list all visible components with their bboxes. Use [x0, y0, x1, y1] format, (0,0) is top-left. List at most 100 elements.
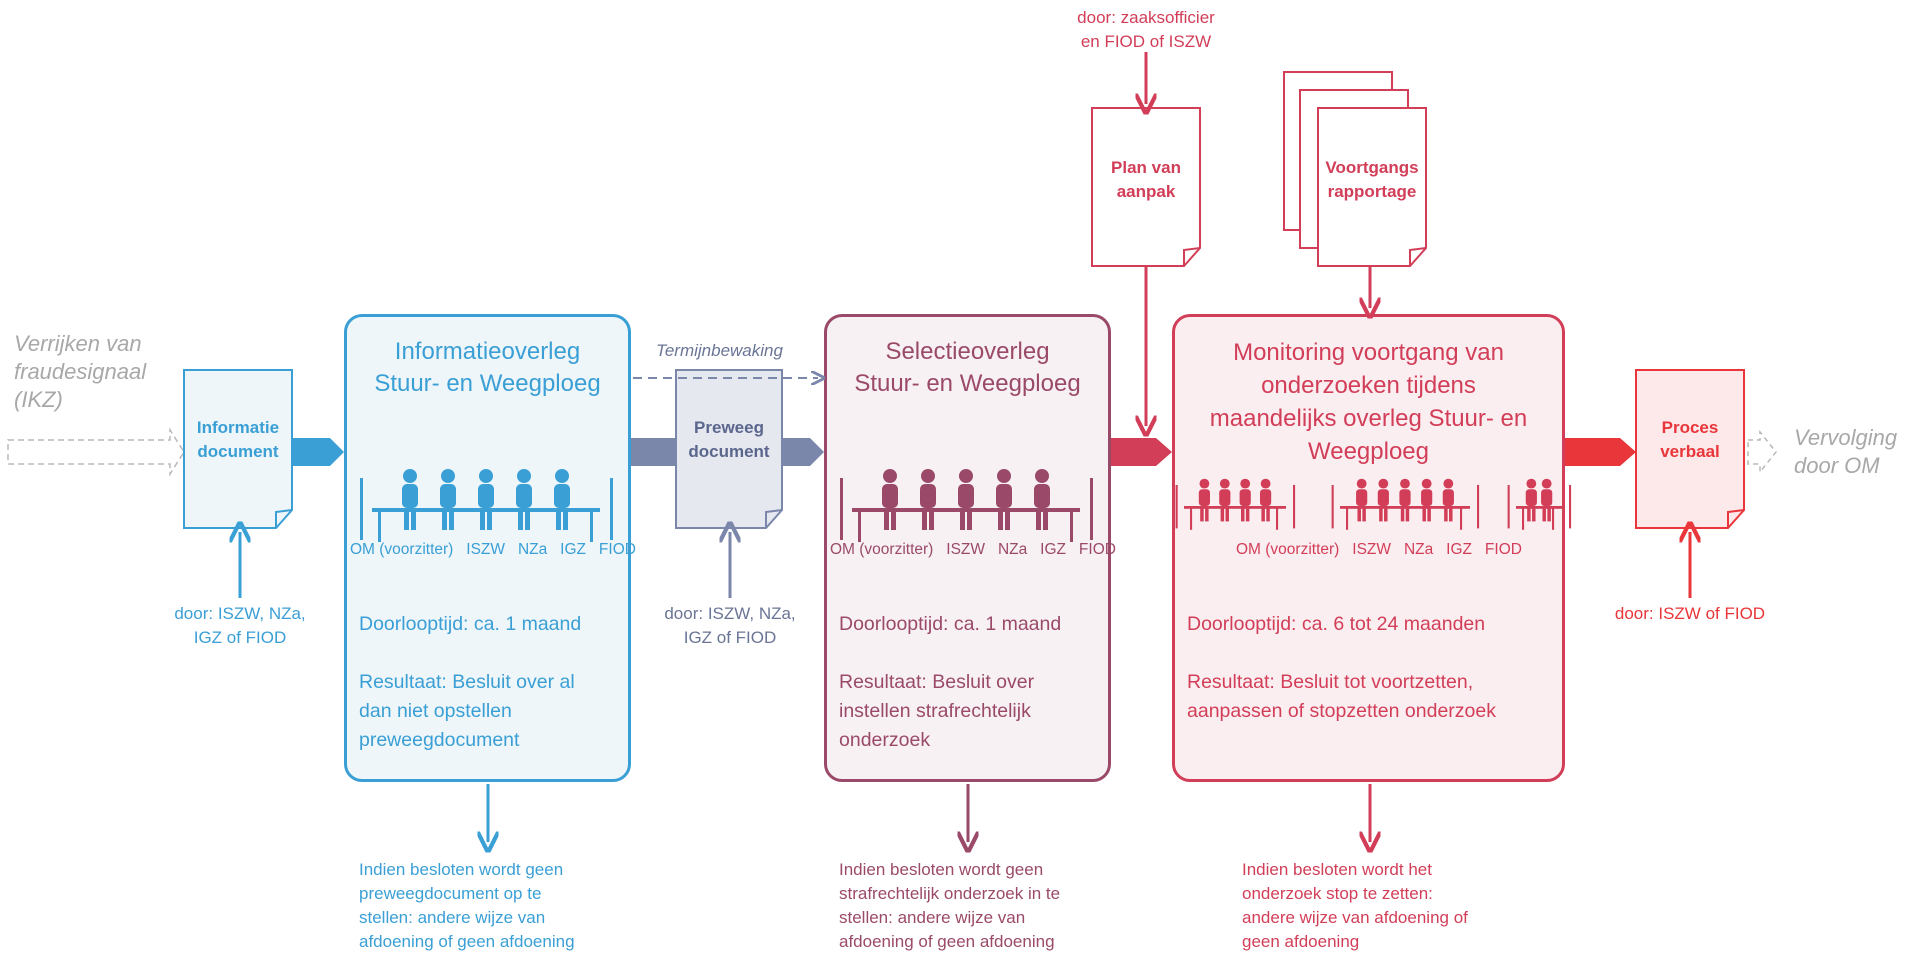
termijnbewaking-label: Termijnbewaking: [656, 341, 783, 360]
right-note-line: Vervolging: [1794, 425, 1898, 450]
by-plan: door: zaaksofficier en FIOD of ISZW: [1046, 6, 1246, 54]
meeting-table-icon: [1331, 478, 1480, 530]
party-om: OM (voorzitter): [350, 541, 454, 558]
person-icon: [1356, 478, 1368, 522]
outcome-line: Indien besloten wordt geen: [359, 860, 564, 879]
by-line: IGZ of FIOD: [193, 628, 287, 647]
outcome-line: onderzoek stop te zetten:: [1242, 884, 1433, 903]
proces-verbaal-label: Proces verbaal: [1636, 416, 1744, 464]
box3-title: Monitoring voortgang van onderzoeken tij…: [1172, 336, 1565, 468]
box1-duration: Doorlooptijd: ca. 1 maand: [359, 613, 582, 635]
box1-outcome: Indien besloten wordt geen preweegdocume…: [359, 858, 575, 954]
box2-result: Resultaat: Besluit over instellen strafr…: [839, 668, 1034, 755]
voortgang-document-label: Voortgangs rapportage: [1318, 156, 1426, 204]
box1-parties: OM (voorzitter) ISZW NZa IGZ FIOD: [350, 540, 636, 559]
outcome-line: afdoening of geen afdoening: [839, 932, 1055, 951]
doc-label-line: rapportage: [1327, 182, 1417, 201]
outcome-line: geen afdoening: [1242, 932, 1360, 951]
person-icon: [1377, 478, 1389, 522]
flow-arrow-4: [1111, 438, 1172, 466]
party-om: OM (voorzitter): [1236, 541, 1340, 558]
meeting-people-icon-1: [360, 469, 613, 542]
by-preweeg: door: ISZW, NZa, IGZ of FIOD: [640, 602, 820, 650]
result-line: Resultaat: Besluit over: [839, 671, 1035, 693]
box2-title: Selectieoverleg Stuur- en Weegploeg: [824, 336, 1111, 400]
flow-arrow-5: [1565, 438, 1636, 466]
result-line: onderzoek: [839, 729, 931, 751]
doc-label-line: Voortgangs: [1325, 158, 1419, 177]
person-icon: [1260, 478, 1272, 522]
title-line: Weegploeg: [1308, 438, 1429, 465]
right-note-line: door OM: [1794, 453, 1880, 478]
party-iszw: ISZW: [946, 541, 986, 558]
by-proces: door: ISZW of FIOD: [1614, 604, 1766, 623]
doc-label-line: verbaal: [1660, 442, 1720, 461]
outcome-line: strafrechtelijk onderzoek in te: [839, 884, 1061, 903]
by-informatie: door: ISZW, NZa, IGZ of FIOD: [150, 602, 330, 650]
doc-label-line: Proces: [1661, 418, 1719, 437]
person-icon: [516, 469, 532, 530]
preweeg-document-shape: [675, 369, 783, 529]
output-arrow: [1747, 429, 1777, 475]
informatieoverleg-box: [344, 314, 631, 782]
box3-parties: OM (voorzitter) ISZW NZa IGZ FIOD: [1236, 540, 1522, 559]
party-iszw: ISZW: [1352, 541, 1392, 558]
person-icon: [1034, 469, 1050, 530]
party-fiod: FIOD: [1078, 541, 1116, 558]
title-line: Informatieoverleg: [394, 338, 581, 365]
title-line: onderzoeken tijdens: [1261, 372, 1476, 399]
left-note-line: fraudesignaal: [14, 359, 147, 384]
meeting-table-icon: [840, 469, 1093, 542]
flow-arrow-1: [293, 438, 344, 466]
title-line: Selectieoverleg: [885, 338, 1050, 365]
meeting-people-icon-2: [840, 469, 1093, 542]
result-line: preweegdocument: [359, 729, 520, 751]
box1-result: Resultaat: Besluit over al dan niet opst…: [359, 668, 575, 755]
informatie-document-label: Informatie document: [184, 416, 292, 464]
outcome-line: afdoening of geen afdoening: [359, 932, 575, 951]
informatie-document-shape: [183, 369, 293, 529]
result-line: instellen strafrechtelijk: [839, 700, 1031, 722]
outcome-line: stellen: andere wijze van: [839, 908, 1026, 927]
party-igz: IGZ: [1446, 541, 1472, 558]
doc-label-line: aanpak: [1116, 182, 1176, 201]
right-note: Vervolging door OM: [1794, 424, 1897, 480]
doc-label-line: document: [688, 442, 770, 461]
party-iszw: ISZW: [466, 541, 506, 558]
person-icon: [958, 469, 974, 530]
party-igz: IGZ: [560, 541, 586, 558]
person-icon: [554, 469, 570, 530]
title-line: Monitoring voortgang van: [1233, 339, 1504, 366]
outcome-line: andere wijze van afdoening of: [1242, 908, 1468, 927]
outcome-line: Indien besloten wordt geen: [839, 860, 1044, 879]
doc-label-line: Informatie: [196, 418, 280, 437]
box3-outcome: Indien besloten wordt het onderzoek stop…: [1242, 858, 1468, 954]
meeting-table-icon: [1507, 478, 1572, 530]
by-line: door: zaaksofficier: [1077, 8, 1215, 27]
by-line: IGZ of FIOD: [683, 628, 777, 647]
person-icon: [1442, 478, 1454, 522]
monitoring-box: [1172, 314, 1565, 782]
doc-label-line: document: [197, 442, 279, 461]
person-icon: [1525, 478, 1537, 522]
box3-duration: Doorlooptijd: ca. 6 tot 24 maanden: [1187, 613, 1486, 635]
person-icon: [402, 469, 418, 530]
result-line: dan niet opstellen: [359, 700, 512, 722]
doc-label-line: Preweeg: [694, 418, 764, 437]
person-icon: [996, 469, 1012, 530]
outcome-line: stellen: andere wijze van: [359, 908, 546, 927]
title-line: Stuur- en Weegploeg: [854, 370, 1081, 397]
by-line: door: ISZW, NZa,: [174, 604, 306, 623]
party-fiod: FIOD: [1484, 541, 1522, 558]
person-icon: [478, 469, 494, 530]
left-note: Verrijken van fraudesignaal (IKZ): [14, 330, 146, 414]
proces-verbaal-document-shape: [1635, 369, 1745, 529]
result-line: aanpassen of stopzetten onderzoek: [1187, 700, 1496, 722]
party-nza: NZa: [1403, 541, 1434, 558]
person-icon: [1239, 478, 1251, 522]
box2-duration: Doorlooptijd: ca. 1 maand: [839, 613, 1062, 635]
box1-title: Informatieoverleg Stuur- en Weegploeg: [344, 336, 631, 400]
result-line: Resultaat: Besluit tot voortzetten,: [1187, 671, 1474, 693]
